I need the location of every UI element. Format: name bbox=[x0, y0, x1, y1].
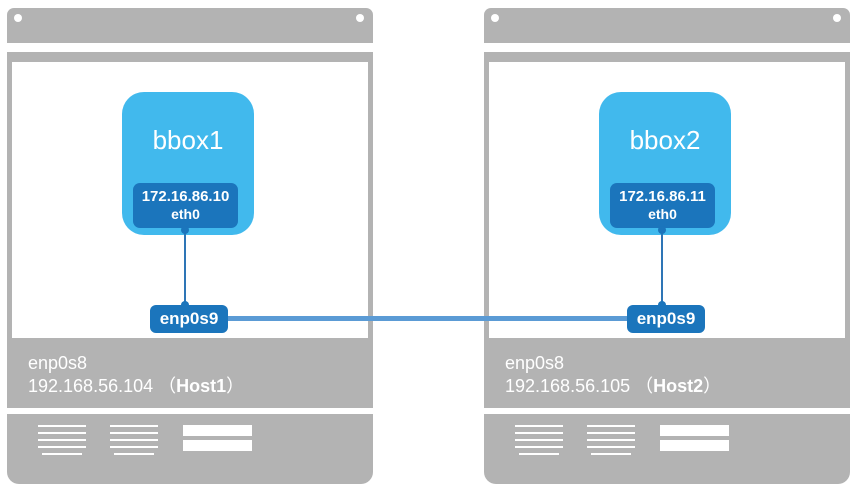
host2-mgmt-ip: 192.168.56.105 （ bbox=[505, 376, 654, 396]
container-eth-box: 172.16.86.10 eth0 bbox=[133, 183, 238, 228]
veth-wire bbox=[184, 230, 186, 307]
host1-mgmt-ip-line: 192.168.56.104 （Host1） bbox=[28, 375, 244, 398]
drive-bay-bars-icon bbox=[660, 425, 729, 455]
host2-paren-close: ） bbox=[703, 376, 722, 396]
container-ip-label: 172.16.86.11 bbox=[619, 188, 706, 205]
container-name-label: bbox1 bbox=[152, 125, 224, 155]
container-ip-label: 172.16.86.10 bbox=[141, 188, 230, 205]
host1-enp0s9-port: enp0s9 bbox=[150, 305, 228, 333]
screw-dot-icon bbox=[14, 14, 22, 22]
host1-top-bezel bbox=[7, 8, 373, 43]
connector-dot-icon bbox=[658, 226, 666, 234]
drive-bay-bars-icon bbox=[183, 425, 252, 455]
host1-mgmt-interface-label: enp0s8 bbox=[28, 353, 88, 373]
screw-dot-icon bbox=[356, 14, 364, 22]
host2-server-chassis: enp0s8 192.168.56.105 （Host2） bbox=[484, 8, 850, 484]
vent-lines-icon bbox=[110, 425, 158, 460]
screw-dot-icon bbox=[833, 14, 841, 22]
vent-lines-icon bbox=[38, 425, 86, 460]
container-eth-box: 172.16.86.11 eth0 bbox=[610, 183, 715, 228]
host1-name: Host1 bbox=[176, 376, 227, 396]
container-node-bbox1: bbox1 172.16.86.10 eth0 bbox=[122, 92, 254, 235]
vent-lines-icon bbox=[587, 425, 635, 460]
host2-front-bezel bbox=[484, 414, 850, 484]
host1-mgmt-ip: 192.168.56.104 （ bbox=[28, 376, 177, 396]
host2-mgmt-ip-line: 192.168.56.105 （Host2） bbox=[505, 375, 721, 398]
container-name-label: bbox2 bbox=[629, 125, 701, 155]
host2-top-bezel bbox=[484, 8, 850, 43]
vent-lines-icon bbox=[515, 425, 563, 460]
screw-dot-icon bbox=[491, 14, 499, 22]
host2-enp0s9-port: enp0s9 bbox=[627, 305, 705, 333]
host-link-line bbox=[228, 316, 632, 321]
host1-server-chassis: enp0s8 192.168.56.104 （Host1） bbox=[7, 8, 373, 484]
veth-wire bbox=[661, 230, 663, 307]
host1-info: enp0s8 192.168.56.104 （Host1） bbox=[28, 352, 244, 398]
host2-name: Host2 bbox=[653, 376, 704, 396]
container-interface-label: eth0 bbox=[648, 206, 677, 222]
host2-info: enp0s8 192.168.56.105 （Host2） bbox=[505, 352, 721, 398]
connector-dot-icon bbox=[181, 226, 189, 234]
container-interface-label: eth0 bbox=[171, 206, 200, 222]
host1-front-bezel bbox=[7, 414, 373, 484]
host2-mgmt-interface-label: enp0s8 bbox=[505, 353, 565, 373]
container-node-bbox2: bbox2 172.16.86.11 eth0 bbox=[599, 92, 731, 235]
host1-paren-close: ） bbox=[226, 376, 245, 396]
